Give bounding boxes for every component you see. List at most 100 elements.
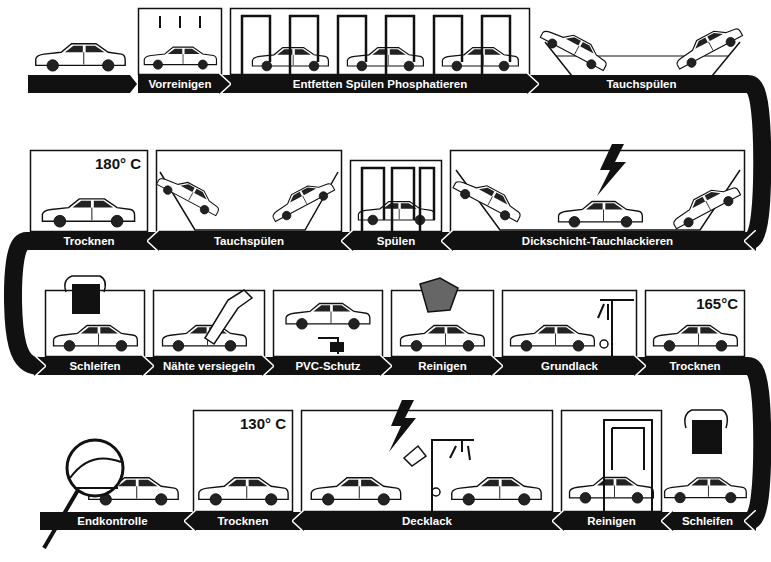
step-label: Endkontrolle bbox=[40, 512, 185, 530]
car-illustration bbox=[401, 326, 485, 352]
car-illustration bbox=[451, 172, 526, 226]
station-frame bbox=[31, 151, 148, 232]
process-step: Decklack bbox=[301, 410, 553, 530]
step-band-fill bbox=[350, 232, 442, 250]
step-label: Vorreinigen bbox=[138, 75, 222, 93]
step-label: PVC-Schutz bbox=[273, 357, 383, 375]
step-band-fill bbox=[138, 75, 222, 93]
step-label: Reinigen bbox=[561, 512, 662, 530]
car-illustration bbox=[155, 170, 224, 220]
process-step: Vorreinigen bbox=[138, 8, 222, 93]
station-frame bbox=[302, 411, 553, 512]
step-label: Trocknen bbox=[30, 232, 148, 250]
step-band-fill bbox=[450, 232, 745, 250]
step-band-fill bbox=[153, 357, 265, 375]
flow-band bbox=[222, 75, 230, 93]
spray-bell bbox=[600, 340, 608, 348]
process-step: Tauchspülen bbox=[538, 8, 745, 93]
process-step: Schleifen bbox=[45, 290, 145, 375]
car-illustration bbox=[442, 48, 518, 71]
temperature-label: 165°C bbox=[696, 295, 738, 312]
process-step: PVC-Schutz bbox=[273, 290, 383, 375]
spray-gates bbox=[362, 168, 434, 231]
lightning-symbol bbox=[597, 144, 626, 196]
flow-band bbox=[293, 512, 301, 530]
temperature-label: 130° C bbox=[240, 415, 286, 432]
step-label: Tauchspülen bbox=[156, 232, 342, 250]
station-frame bbox=[503, 291, 637, 357]
step-band-fill bbox=[40, 512, 185, 530]
step-band-fill bbox=[273, 357, 383, 375]
station-frame bbox=[646, 291, 745, 357]
car-illustration bbox=[665, 478, 747, 503]
step-label: Grundlack bbox=[502, 357, 637, 375]
hand-outline bbox=[685, 410, 727, 428]
flow-band bbox=[553, 512, 561, 530]
magnifier-lens bbox=[67, 440, 123, 496]
spray-bell bbox=[432, 488, 440, 496]
station-frame bbox=[562, 411, 662, 512]
car-illustration bbox=[511, 326, 595, 352]
car-illustration bbox=[42, 199, 134, 227]
station-frame bbox=[351, 161, 442, 232]
flow-band bbox=[494, 357, 502, 375]
car-illustration bbox=[54, 326, 138, 352]
spray-nozzles bbox=[160, 16, 200, 28]
sander-block bbox=[692, 420, 722, 454]
car-illustration bbox=[538, 22, 611, 75]
step-label: Schleifen bbox=[670, 512, 745, 530]
process-step: Trocknen 180° C bbox=[30, 150, 148, 250]
step-band-fill bbox=[45, 357, 145, 375]
process-step: Trocknen165°C bbox=[645, 290, 745, 375]
car-illustration bbox=[668, 179, 743, 233]
car-illustration bbox=[36, 44, 125, 71]
station-frame bbox=[231, 9, 530, 75]
step-label: Trocknen bbox=[193, 512, 293, 530]
step-band-fill bbox=[645, 357, 745, 375]
station-frame bbox=[274, 291, 383, 357]
process-step: Schleifen bbox=[670, 410, 745, 530]
step-label: Tauchspülen bbox=[538, 75, 745, 93]
process-step: Trocknen 130° C bbox=[193, 410, 293, 530]
step-band-fill bbox=[670, 512, 745, 530]
step-label: Dickschicht-Tauchlackieren bbox=[450, 232, 745, 250]
flow-band bbox=[185, 512, 193, 530]
flow-band bbox=[265, 357, 273, 375]
step-band-fill bbox=[391, 357, 494, 375]
temperature-label: 180° C bbox=[95, 155, 141, 172]
flow-band bbox=[442, 232, 450, 250]
process-step: Spülen bbox=[350, 150, 442, 250]
spray-gates bbox=[242, 16, 510, 74]
magnified-contour bbox=[70, 458, 121, 488]
process-step: Grundlack bbox=[502, 290, 637, 375]
process-step: Reinigen bbox=[561, 410, 662, 530]
process-step: Entfetten Spülen Phosphatieren bbox=[230, 8, 530, 93]
step-band-fill bbox=[193, 512, 293, 530]
lightning-symbol bbox=[389, 400, 416, 452]
process-step: Nähte versiegeln bbox=[153, 290, 265, 375]
step-band-fill bbox=[230, 75, 530, 93]
step-band-fill bbox=[561, 512, 662, 530]
process-step: Reinigen bbox=[391, 290, 494, 375]
step-label: Entfetten Spülen Phosphatieren bbox=[230, 75, 530, 93]
step-band-fill bbox=[156, 232, 342, 250]
car-illustration bbox=[286, 304, 370, 330]
station-frame bbox=[194, 411, 293, 512]
flow-band bbox=[745, 84, 762, 241]
step-band-fill bbox=[301, 512, 553, 530]
step-label: Schleifen bbox=[45, 357, 145, 375]
car-illustration bbox=[199, 478, 288, 505]
car-illustration bbox=[570, 478, 654, 504]
flow-band bbox=[662, 512, 670, 530]
car-illustration bbox=[144, 47, 216, 69]
car-illustration bbox=[672, 20, 745, 73]
step-label: Spülen bbox=[350, 232, 442, 250]
start-band bbox=[28, 75, 137, 93]
process-step: Endkontrolle bbox=[40, 410, 185, 530]
car-illustration bbox=[559, 202, 643, 228]
sealing-gun bbox=[205, 290, 252, 344]
station-frame bbox=[139, 9, 222, 75]
step-label: Reinigen bbox=[391, 357, 494, 375]
cleaning-cabin bbox=[604, 420, 652, 511]
